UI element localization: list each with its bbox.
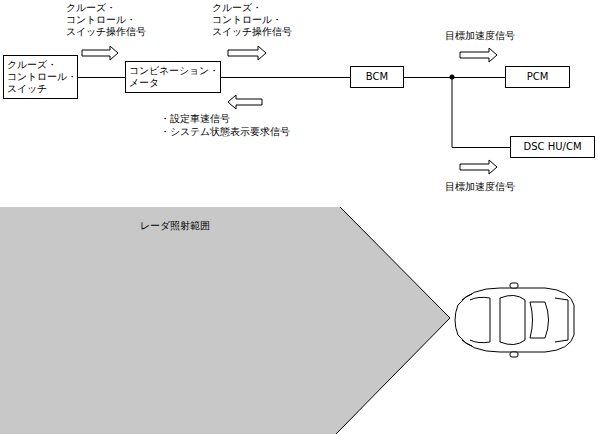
meter-box: コンビネーション・ メータ (125, 61, 221, 93)
connector-line (404, 77, 505, 78)
switch-box: クルーズ・ コントロール・ スイッチ (3, 55, 78, 99)
area-label: レーダ照射範囲 (140, 220, 210, 232)
module-box: BCM (350, 66, 404, 88)
module-box: DSC HU/CM (510, 136, 595, 158)
signal-label: 目標加速度信号 (445, 181, 515, 193)
signal-arrow (228, 95, 262, 109)
signal-label: クルーズ・ コントロール・ スイッチ操作信号 (212, 2, 302, 38)
radar-edge (336, 207, 450, 434)
junction-dot (450, 75, 455, 80)
signal-arrow (460, 48, 497, 62)
connector-line (404, 78, 510, 148)
module-box: PCM (505, 66, 570, 88)
signal-label: ・設定車速信号 (160, 113, 230, 125)
signal-label: 目標加速度信号 (445, 30, 515, 42)
box-text: BCM (354, 71, 400, 83)
box-text: PCM (509, 71, 566, 83)
box-text: クルーズ・ コントロール・ スイッチ (7, 59, 74, 95)
lane-marking (5, 268, 598, 275)
connector-line (221, 77, 350, 78)
signal-label: クルーズ・ コントロール・ スイッチ操作信号 (66, 2, 156, 38)
signal-arrow (82, 46, 118, 60)
box-text: DSC HU/CM (514, 141, 591, 153)
connector-line (78, 77, 125, 78)
signal-label: ・システム状態表示要求信号 (160, 126, 290, 138)
signal-arrow (228, 46, 266, 60)
box-text: コンビネーション・ メータ (129, 65, 217, 89)
radar-area (0, 207, 450, 434)
vehicle-illustration (455, 283, 574, 357)
signal-arrow (460, 160, 497, 174)
lane-marking (5, 368, 598, 375)
